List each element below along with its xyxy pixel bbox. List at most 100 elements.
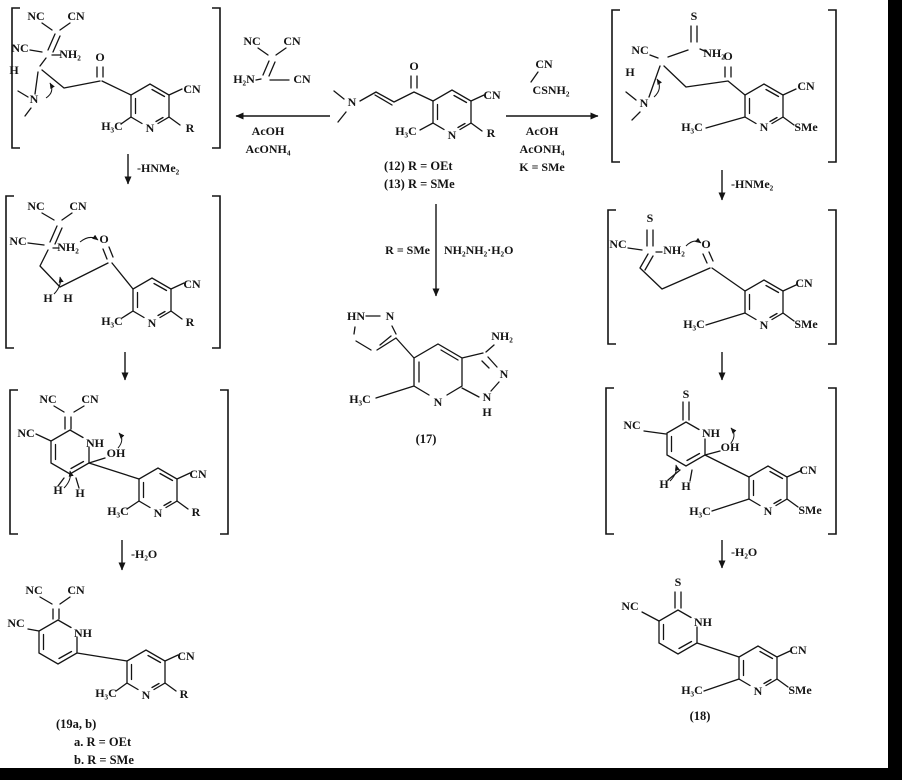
structure-left-intermediate-3: NC CN NC NH OH H H CN H₃C N R — [9, 389, 229, 535]
atom-h2n: H₂N — [233, 72, 255, 86]
atom-nh: NH — [702, 426, 721, 440]
atom-cn: CN — [183, 277, 201, 291]
pyridine-ring — [130, 83, 170, 125]
condition-cn: CN — [535, 57, 553, 71]
atom-cn: CN — [69, 199, 87, 213]
caption-19b: b. R = SMe — [74, 753, 134, 767]
structure-right-adduct-1: S NC NH₂ H N O CN H₃C N SMe — [611, 9, 837, 163]
atom-n: N — [434, 395, 443, 409]
condition-elim-amine: -HNMe₂ — [137, 161, 180, 175]
pyridine-ring — [738, 645, 778, 687]
mechanism-arrow — [653, 78, 662, 98]
atom-n: N — [142, 688, 151, 702]
atom-h: H — [43, 291, 53, 305]
atom-r: R — [487, 126, 496, 140]
atom-o: O — [95, 50, 104, 64]
atom-s: S — [691, 9, 698, 23]
bracket — [607, 209, 837, 345]
atom-cn: CN — [189, 467, 207, 481]
atom-nh2: NH₂ — [57, 240, 79, 254]
atom-sme: SMe — [794, 120, 818, 134]
bond-lines — [333, 75, 485, 132]
atom-h: H — [63, 291, 73, 305]
structure-pyrazolopyridine-17: HN N NH₂ N N H H₃C N (17) — [347, 309, 513, 446]
caption-18: (18) — [690, 709, 711, 723]
dihydropyridine-ring — [50, 429, 90, 475]
atom-h: H — [53, 483, 63, 497]
structure-left-adduct-1: NC CN NC NH₂ H N O CN H₃C N R — [9, 7, 221, 149]
condition-elim-water: -H₂O — [731, 545, 757, 559]
atom-sme: SMe — [794, 317, 818, 331]
pyridine-ring — [38, 619, 78, 665]
pyridine-ring — [432, 89, 472, 131]
bond-lines — [641, 591, 791, 692]
pyridine-ring — [744, 83, 784, 125]
atom-nc: NC — [621, 599, 638, 613]
atom-s: S — [647, 211, 654, 225]
atom-o: O — [723, 49, 732, 63]
pyridine-ring — [132, 277, 172, 319]
condition-elim-water: -H₂O — [131, 547, 157, 561]
bond-lines — [35, 405, 191, 510]
bracket — [5, 195, 221, 349]
structure-left-intermediate-2: NC CN NC NH₂ O H H CN H₃C N R — [5, 195, 221, 349]
mechanism-arrow — [685, 237, 702, 247]
caption-17: (17) — [416, 432, 437, 446]
mechanism-arrow — [45, 82, 55, 99]
bond-lines — [27, 596, 179, 692]
frame-bottom-bar — [0, 768, 902, 780]
atom-nc: NC — [25, 583, 42, 597]
atom-hn: HN — [347, 309, 365, 323]
atom-r: R — [192, 505, 201, 519]
condition-ksme: K = SMe — [519, 160, 565, 174]
atom-cn: CN — [799, 463, 817, 477]
bracket — [9, 389, 229, 535]
atom-cn: CN — [67, 9, 85, 23]
structure-right-intermediate-3: S NC NH OH H H CN H₃C N SMe — [605, 387, 837, 535]
atom-nh: NH — [694, 615, 713, 629]
atom-nc: NC — [623, 418, 640, 432]
mechanism-arrow — [63, 470, 74, 489]
atom-n: N — [348, 95, 357, 109]
atom-h3c: H₃C — [681, 683, 703, 697]
atom-n: N — [500, 367, 509, 381]
atom-r: R — [186, 315, 195, 329]
dihydropyridine-ring — [666, 421, 706, 467]
atom-nh2: NH₂ — [59, 47, 81, 61]
mechanism-arrow — [117, 432, 125, 449]
atom-nc: NC — [631, 43, 648, 57]
frame-right-bar — [888, 0, 902, 780]
atom-n: N — [640, 96, 649, 110]
atom-n: N — [760, 318, 769, 332]
atom-h: H — [659, 477, 669, 491]
atom-h: H — [9, 63, 19, 77]
bond-lines — [353, 315, 500, 399]
atom-n: N — [754, 684, 763, 698]
condition-rsme: R = SMe — [385, 243, 431, 257]
condition-aconh4: AcONH₄ — [246, 142, 291, 156]
caption-13: (13) R = SMe — [384, 177, 455, 191]
condition-csnh2: CSNH₂ — [533, 83, 570, 97]
atom-o: O — [409, 59, 418, 73]
bond-lines — [255, 47, 290, 81]
atom-h3c: H₃C — [681, 120, 703, 134]
atom-n: N — [483, 390, 492, 404]
condition-elim-amine: -HNMe₂ — [731, 177, 774, 191]
atom-r: R — [180, 687, 189, 701]
atom-nh: NH — [74, 626, 93, 640]
condition-aconh4: AcONH₄ — [520, 142, 565, 156]
mechanism-arrow — [79, 234, 99, 243]
atom-oh: OH — [721, 440, 740, 454]
atom-n: N — [146, 121, 155, 135]
caption-19: (19a, b) — [56, 717, 96, 731]
atom-h3c: H₃C — [101, 119, 123, 133]
atom-nc: NC — [7, 616, 24, 630]
pyridine-ring — [126, 649, 166, 691]
atom-cn: CN — [67, 583, 85, 597]
mechanism-arrow — [730, 427, 737, 444]
structure-product-19: NC CN NC NH CN H₃C N R (19a, b) a. R = O… — [7, 583, 195, 767]
atom-s: S — [683, 387, 690, 401]
mechanism-arrow — [669, 464, 680, 482]
